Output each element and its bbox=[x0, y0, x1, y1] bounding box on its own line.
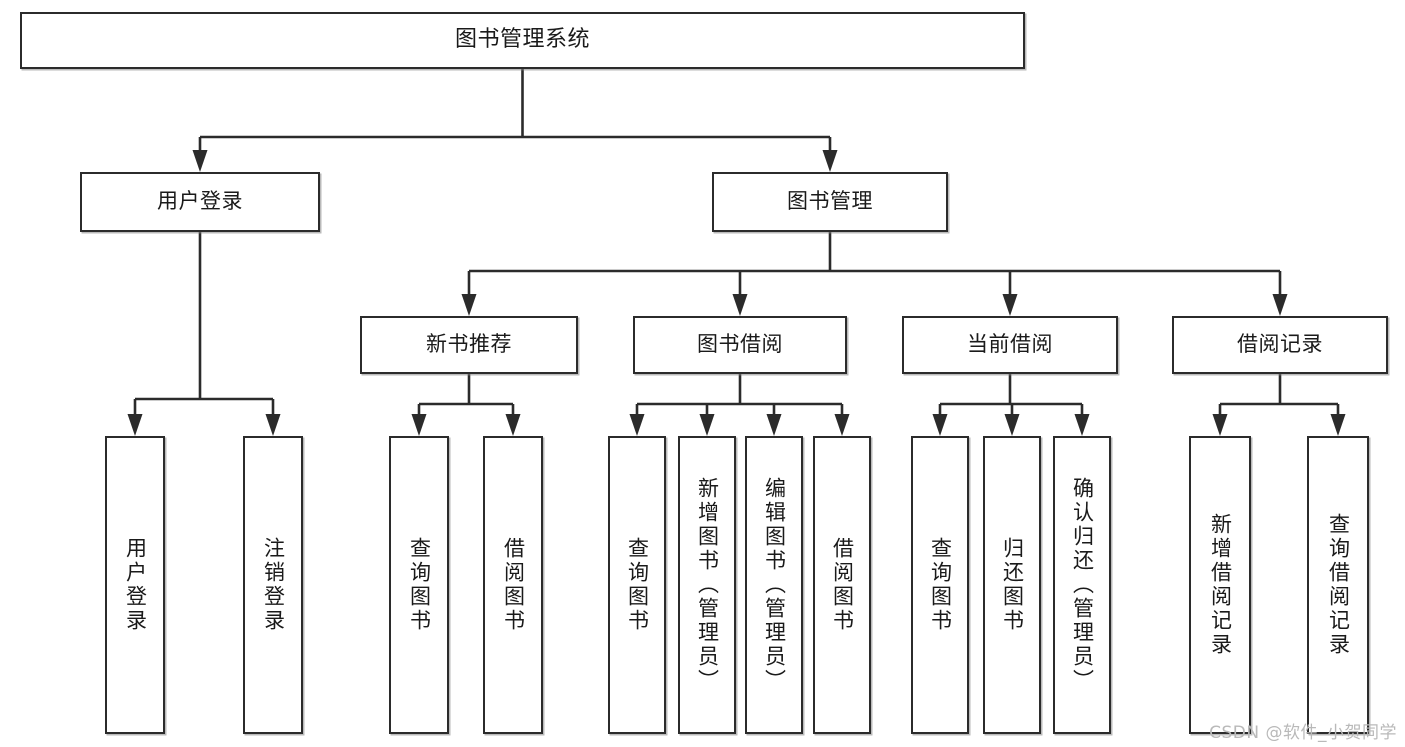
node-label-bookmgmt: 图书管理 bbox=[787, 189, 873, 214]
edge-arrowhead-leaf-borrow-4 bbox=[834, 414, 850, 436]
node-leaf-cur-1[interactable]: 查询图书 bbox=[911, 436, 969, 734]
edge-arrowhead-records bbox=[1272, 294, 1288, 316]
node-login[interactable]: 用户登录 bbox=[80, 172, 320, 232]
node-bookmgmt[interactable]: 图书管理 bbox=[712, 172, 948, 232]
node-leaf-cur-2[interactable]: 归还图书 bbox=[983, 436, 1041, 734]
node-label-leaf-cur-2: 归还图书 bbox=[1000, 537, 1025, 633]
node-label-leaf-login-1: 用户登录 bbox=[123, 537, 148, 633]
edge-arrowhead-leaf-borrow-2 bbox=[699, 414, 715, 436]
connector-edge-login bbox=[127, 232, 281, 436]
node-leaf-borrow-1[interactable]: 查询图书 bbox=[608, 436, 666, 734]
watermark-text: CSDN @软件_小贺同学 bbox=[1209, 723, 1397, 743]
connector-edge-root bbox=[192, 69, 838, 172]
node-leaf-borrow-2[interactable]: 新增图书（管理员） bbox=[678, 436, 736, 734]
node-label-leaf-rec-1: 新增借阅记录 bbox=[1208, 513, 1233, 657]
edge-arrowhead-current bbox=[1002, 294, 1018, 316]
edge-arrowhead-leaf-cur-3 bbox=[1074, 414, 1090, 436]
node-label-login: 用户登录 bbox=[157, 189, 243, 214]
edge-arrowhead-newbook bbox=[461, 294, 477, 316]
connector-edge-newbook bbox=[411, 374, 521, 436]
edge-arrowhead-leaf-cur-1 bbox=[932, 414, 948, 436]
edge-arrowhead-borrow bbox=[732, 294, 748, 316]
edge-arrowhead-leaf-borrow-3 bbox=[766, 414, 782, 436]
connector-edge-bookmgmt bbox=[461, 232, 1288, 316]
node-label-leaf-rec-2: 查询借阅记录 bbox=[1326, 513, 1351, 657]
node-label-leaf-borrow-2: 新增图书（管理员） bbox=[695, 477, 720, 693]
node-records[interactable]: 借阅记录 bbox=[1172, 316, 1388, 374]
node-label-root: 图书管理系统 bbox=[454, 27, 590, 53]
edge-arrowhead-leaf-new-1 bbox=[411, 414, 427, 436]
node-current[interactable]: 当前借阅 bbox=[902, 316, 1118, 374]
node-leaf-login-2[interactable]: 注销登录 bbox=[243, 436, 303, 734]
edge-arrowhead-leaf-rec-1 bbox=[1212, 414, 1228, 436]
node-label-newbook: 新书推荐 bbox=[426, 332, 512, 357]
node-label-borrow: 图书借阅 bbox=[697, 332, 783, 357]
node-leaf-rec-1[interactable]: 新增借阅记录 bbox=[1189, 436, 1251, 734]
node-label-leaf-cur-3: 确认归还（管理员） bbox=[1070, 477, 1095, 693]
node-leaf-rec-2[interactable]: 查询借阅记录 bbox=[1307, 436, 1369, 734]
edge-arrowhead-leaf-cur-2 bbox=[1004, 414, 1020, 436]
edge-arrowhead-login bbox=[192, 150, 208, 172]
node-label-leaf-borrow-4: 借阅图书 bbox=[830, 537, 855, 633]
node-root[interactable]: 图书管理系统 bbox=[20, 12, 1025, 69]
node-newbook[interactable]: 新书推荐 bbox=[360, 316, 578, 374]
node-label-leaf-borrow-3: 编辑图书（管理员） bbox=[762, 477, 787, 693]
node-leaf-login-1[interactable]: 用户登录 bbox=[105, 436, 165, 734]
edge-arrowhead-leaf-login-2 bbox=[265, 414, 281, 436]
node-label-current: 当前借阅 bbox=[967, 332, 1053, 357]
connector-edge-current bbox=[932, 374, 1090, 436]
edge-arrowhead-leaf-borrow-1 bbox=[629, 414, 645, 436]
node-leaf-new-1[interactable]: 查询图书 bbox=[389, 436, 449, 734]
node-label-records: 借阅记录 bbox=[1237, 332, 1323, 357]
node-leaf-cur-3[interactable]: 确认归还（管理员） bbox=[1053, 436, 1111, 734]
edge-arrowhead-bookmgmt bbox=[822, 150, 838, 172]
edge-arrowhead-leaf-rec-2 bbox=[1330, 414, 1346, 436]
node-leaf-new-2[interactable]: 借阅图书 bbox=[483, 436, 543, 734]
edge-arrowhead-leaf-new-2 bbox=[505, 414, 521, 436]
node-leaf-borrow-4[interactable]: 借阅图书 bbox=[813, 436, 871, 734]
node-borrow[interactable]: 图书借阅 bbox=[633, 316, 847, 374]
node-label-leaf-cur-1: 查询图书 bbox=[928, 537, 953, 633]
node-label-leaf-login-2: 注销登录 bbox=[261, 537, 286, 633]
connector-edge-records bbox=[1212, 374, 1346, 436]
node-label-leaf-new-2: 借阅图书 bbox=[501, 537, 526, 633]
node-label-leaf-new-1: 查询图书 bbox=[407, 537, 432, 633]
node-label-leaf-borrow-1: 查询图书 bbox=[625, 537, 650, 633]
connector-edge-borrow bbox=[629, 374, 850, 436]
edge-arrowhead-leaf-login-1 bbox=[127, 414, 143, 436]
node-leaf-borrow-3[interactable]: 编辑图书（管理员） bbox=[745, 436, 803, 734]
